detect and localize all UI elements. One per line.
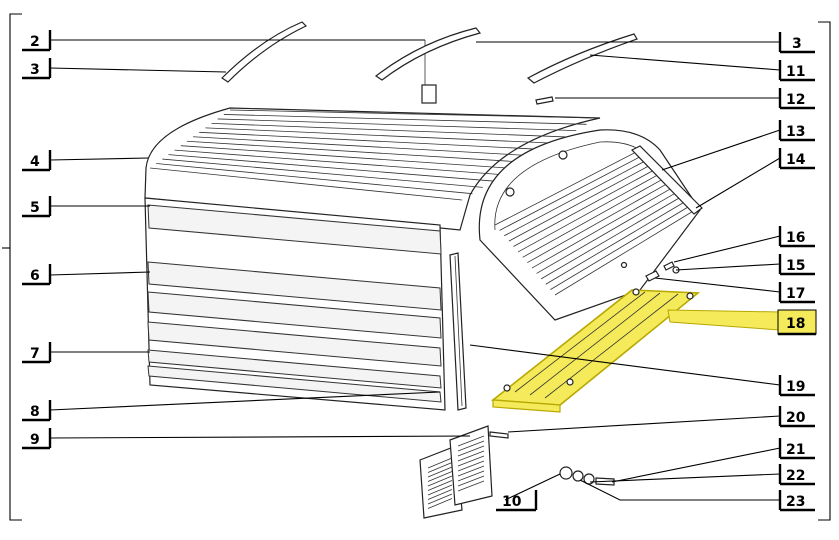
- rear-slat: [494, 149, 641, 226]
- frame-bracket: [2, 13, 831, 521]
- roof-slat: [168, 154, 494, 182]
- part-rear-panel: [478, 129, 703, 321]
- roof-slat: [205, 127, 556, 144]
- plate-print-line: [427, 475, 453, 487]
- side-rib: [147, 365, 442, 403]
- label-3-left: 3: [30, 62, 40, 78]
- label-4: 4: [30, 154, 40, 170]
- label-12: 12: [786, 92, 805, 108]
- rear-slat: [522, 177, 666, 258]
- label-3-right: 3: [792, 36, 802, 52]
- plate-print-line: [457, 460, 485, 472]
- rear-slat: [550, 205, 691, 290]
- leader-lines: [49, 39, 781, 501]
- label-19: 19: [786, 379, 805, 395]
- rear-slat: [527, 181, 670, 264]
- plate-print-line: [457, 470, 485, 482]
- plate-print-line: [457, 480, 485, 492]
- plate-print-line: [457, 435, 485, 447]
- label-21: 21: [786, 442, 805, 458]
- rear-slat: [499, 154, 645, 231]
- roof-slat: [193, 136, 535, 157]
- plate-print-line: [427, 471, 453, 482]
- label-6: 6: [30, 268, 40, 284]
- part-top-strips: [221, 21, 638, 84]
- rear-slat: [517, 172, 662, 253]
- label-18-highlight: [777, 309, 817, 335]
- side-rib: [147, 321, 442, 367]
- roof-slat: [174, 149, 504, 176]
- part-highlighted-board: [490, 288, 701, 413]
- roof-slat: [186, 140, 525, 163]
- roof-slat: [180, 145, 514, 169]
- part-clip: [535, 96, 554, 105]
- label-20: 20: [786, 410, 806, 426]
- rear-slat: [504, 158, 649, 237]
- rear-slat: [545, 200, 687, 285]
- side-rib: [147, 261, 442, 311]
- part-seal-strip: [449, 252, 467, 411]
- plate-print-line: [457, 445, 485, 457]
- label-11: 11: [786, 64, 805, 80]
- part-hardware: [489, 431, 615, 486]
- plate-print-line: [427, 489, 453, 500]
- label-18: 18: [786, 316, 805, 332]
- plate-print-line: [427, 498, 453, 509]
- rear-slat: [536, 191, 679, 274]
- label-14: 14: [786, 152, 806, 168]
- plate-print-line: [427, 493, 453, 505]
- side-rib: [147, 204, 442, 255]
- label-10: 10: [502, 494, 522, 510]
- rear-slat: [508, 163, 653, 242]
- roof-slat: [199, 131, 546, 150]
- label-15: 15: [786, 258, 805, 274]
- part-side-body: [144, 197, 446, 411]
- roof-slat: [217, 118, 577, 132]
- roof-slat: [223, 114, 587, 125]
- part-plates: [419, 425, 493, 519]
- roof-slat: [229, 109, 598, 119]
- roof-slat: [211, 122, 566, 138]
- plate-print-line: [427, 480, 453, 491]
- leader-line-18: [667, 309, 781, 331]
- roof-slat: [162, 158, 483, 188]
- rear-slat: [513, 168, 658, 247]
- label-13: 13: [786, 124, 805, 140]
- rear-slat: [554, 209, 696, 296]
- plate-print-line: [427, 466, 453, 478]
- label-7: 7: [30, 346, 40, 362]
- part-roof: [144, 107, 601, 231]
- label-5: 5: [30, 200, 40, 216]
- plate-print-line: [427, 457, 453, 469]
- label-2: 2: [30, 34, 40, 50]
- label-17: 17: [786, 286, 805, 302]
- callout-labels: 2 3 4 5 6 7 8 9 10 3 11 12 13 14 16 15 1…: [30, 34, 806, 510]
- plate-print-line: [457, 475, 485, 487]
- label-9: 9: [30, 432, 40, 448]
- label-16: 16: [786, 230, 805, 246]
- rear-slat: [540, 195, 683, 280]
- rear-slat: [531, 186, 675, 269]
- plate-print-line: [457, 450, 485, 462]
- side-rib: [147, 349, 442, 389]
- plate-print-line: [427, 484, 453, 496]
- label-8: 8: [30, 404, 40, 420]
- plate-print-line: [457, 465, 485, 477]
- label-23: 23: [786, 494, 805, 510]
- roof-slat: [156, 163, 473, 195]
- plate-print-line: [427, 462, 453, 473]
- plate-print-line: [457, 440, 485, 452]
- side-rib: [147, 291, 442, 339]
- label-underlines: [22, 30, 815, 512]
- roof-slat: [149, 167, 463, 201]
- label-22: 22: [786, 468, 805, 484]
- plate-print-line: [457, 455, 485, 467]
